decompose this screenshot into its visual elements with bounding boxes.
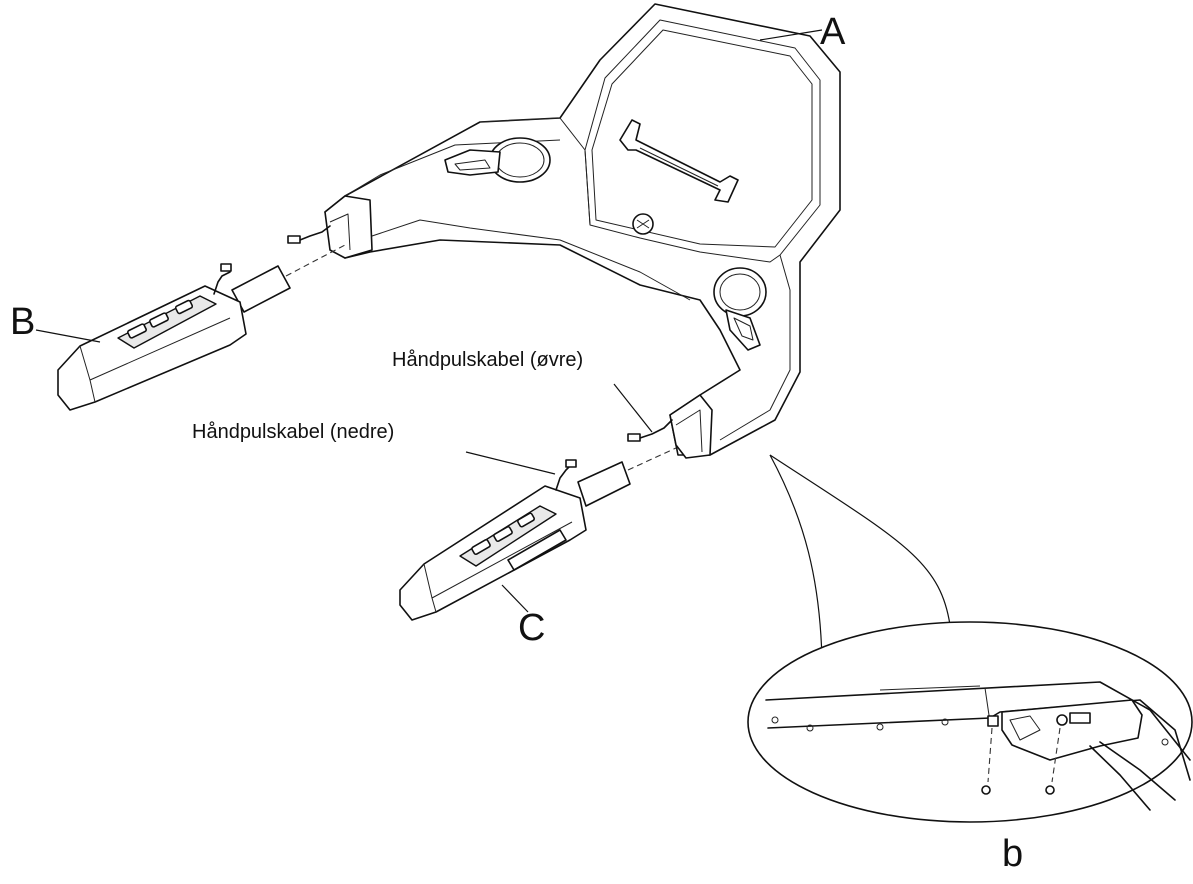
label-B: B — [10, 301, 35, 343]
label-upper-cable: Håndpulskabel (øvre) — [392, 349, 583, 371]
callout-lines — [35, 29, 1051, 819]
cable-connectors — [287, 225, 673, 442]
grip-B — [57, 263, 291, 411]
label-b: b — [1002, 833, 1023, 875]
label-A: A — [820, 11, 846, 53]
console-frame-A — [324, 3, 841, 459]
grip-C — [399, 459, 631, 621]
label-lower-cable: Håndpulskabel (nedre) — [192, 421, 394, 443]
detail-view — [747, 454, 1193, 823]
label-C: C — [518, 607, 545, 649]
assembly-guides — [285, 244, 677, 471]
